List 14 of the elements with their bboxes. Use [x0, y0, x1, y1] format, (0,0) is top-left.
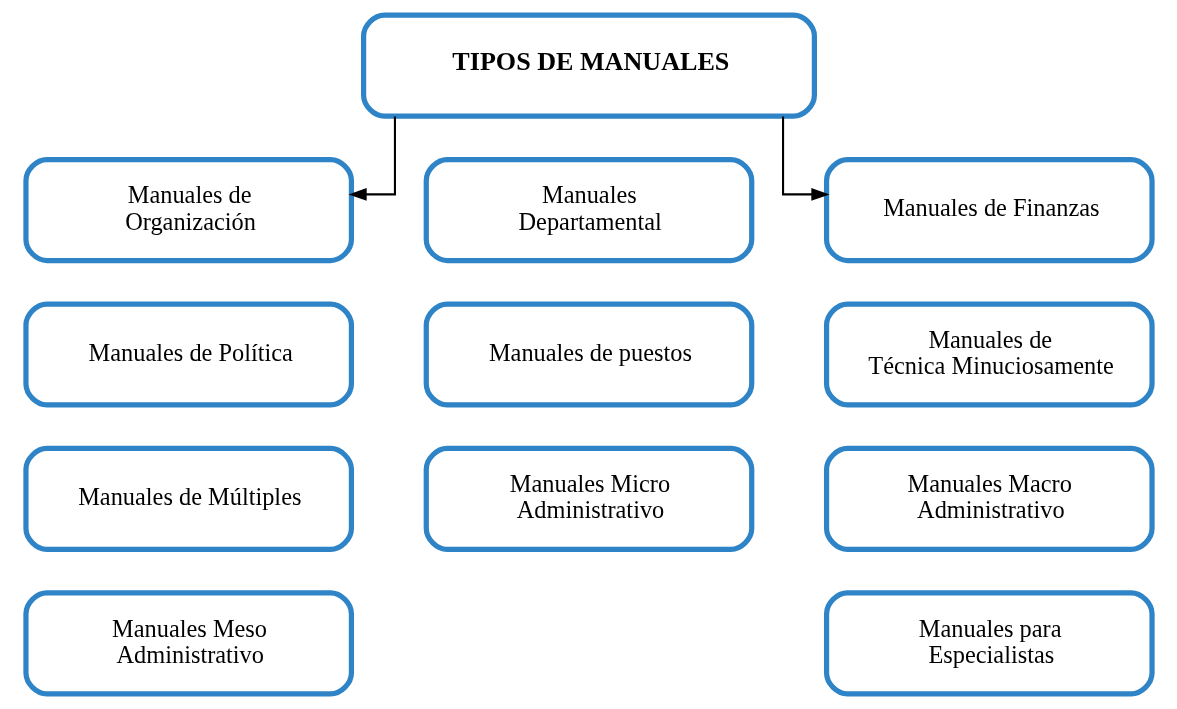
node-box: Manuales Meso Administrativo	[22, 590, 354, 697]
node-box: Manuales Micro Administrativo	[423, 445, 754, 553]
node-box: TIPOS DE MANUALES	[360, 12, 817, 119]
arrow	[781, 116, 829, 201]
node-box: Manuales de Finanzas	[823, 156, 1155, 264]
node-box: Manuales de Técnica Minuciosamente	[823, 301, 1155, 408]
node-box: Manuales Macro Administrativo	[823, 445, 1155, 553]
node-box: Manuales para Especialistas	[823, 590, 1155, 697]
node-box: Manuales de Múltiples	[22, 445, 354, 553]
node-box: Manuales de Política	[22, 301, 354, 408]
node-box: Manuales de Organización	[22, 156, 354, 264]
node-box: Manuales de puestos	[423, 301, 754, 408]
arrow	[348, 116, 396, 201]
node-box: Manuales Departamental	[423, 156, 754, 264]
